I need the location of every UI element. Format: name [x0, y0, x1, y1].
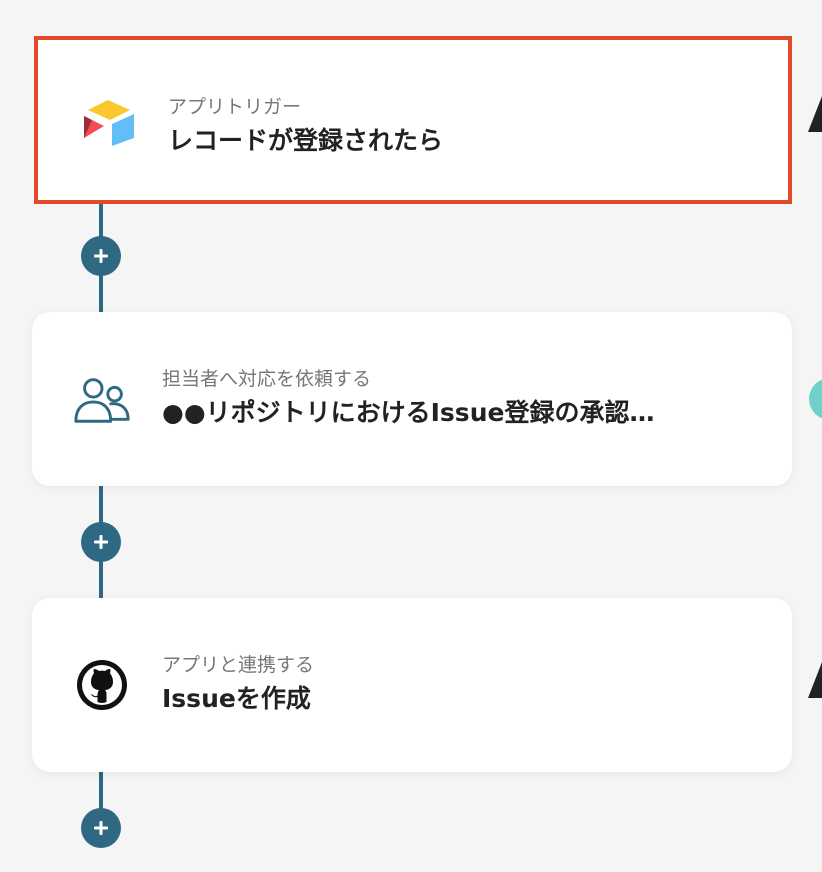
flow-step-card-trigger[interactable]: アプリトリガー レコードが登録されたら — [34, 36, 792, 204]
github-icon — [72, 655, 132, 715]
flow-step-card-approval[interactable]: 担当者へ対応を依頼する ●●リポジトリにおけるIssue登録の承認… — [32, 312, 792, 486]
step-label: アプリトリガー — [168, 96, 302, 118]
airtable-icon — [78, 90, 138, 150]
step-label: アプリと連携する — [162, 654, 315, 676]
step-title: Issueを作成 — [162, 684, 311, 713]
users-icon — [72, 369, 132, 429]
add-step-button[interactable] — [81, 808, 121, 848]
connector-line — [99, 772, 103, 832]
add-step-button[interactable] — [81, 236, 121, 276]
plus-icon — [94, 249, 108, 263]
warning-icon-partial — [808, 662, 822, 698]
flow-step-card-github[interactable]: アプリと連携する Issueを作成 — [32, 598, 792, 772]
status-dot-partial — [809, 379, 822, 419]
plus-icon — [94, 821, 108, 835]
plus-icon — [94, 535, 108, 549]
step-label: 担当者へ対応を依頼する — [162, 368, 372, 390]
step-title: レコードが登録されたら — [168, 126, 444, 155]
warning-icon-partial — [808, 96, 822, 132]
add-step-button[interactable] — [81, 522, 121, 562]
step-title: ●●リポジトリにおけるIssue登録の承認… — [162, 398, 655, 427]
